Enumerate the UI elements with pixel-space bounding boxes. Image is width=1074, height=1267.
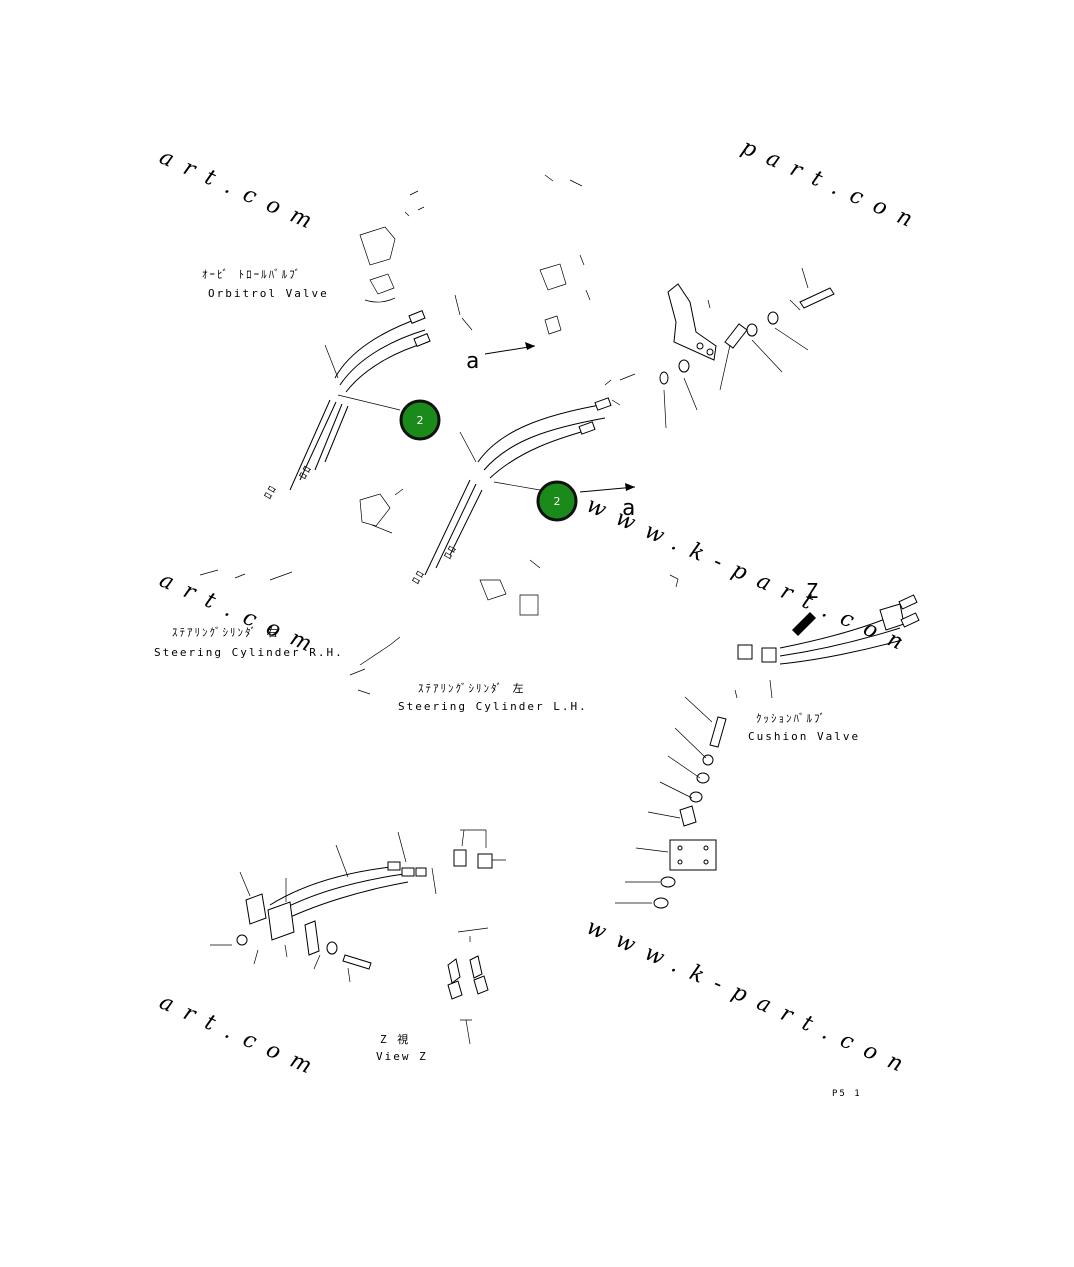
svg-text:a: a bbox=[466, 349, 479, 374]
watermark-bottom-right: www.k-part.con bbox=[583, 915, 919, 1083]
svg-text:ｵｰﾋﾞ ﾄﾛｰﾙﾊﾞﾙﾌﾞ: ｵｰﾋﾞ ﾄﾛｰﾙﾊﾞﾙﾌﾞ bbox=[202, 268, 302, 281]
svg-text:Z 視: Z 視 bbox=[380, 1032, 410, 1046]
watermark-top-right: part.con bbox=[738, 135, 928, 238]
svg-text:ﾛﾛ: ﾛﾛ bbox=[409, 567, 428, 586]
svg-text:ﾛﾛ: ﾛﾛ bbox=[441, 542, 460, 561]
arrow-a-upper: a bbox=[466, 342, 536, 374]
svg-text:Steering Cylinder R.H.: Steering Cylinder R.H. bbox=[154, 646, 344, 659]
arrow-a-lower: a bbox=[579, 483, 635, 521]
cushion-valve-assembly: Z bbox=[615, 579, 920, 909]
steering-cylinder-lh-label: ｽﾃｱﾘﾝｸﾞｼﾘﾝﾀﾞ 左 Steering Cylinder L.H. bbox=[398, 682, 588, 713]
watermark-bottom-left: art.com bbox=[156, 990, 328, 1085]
svg-text:Cushion Valve: Cushion Valve bbox=[748, 730, 860, 743]
part-hotspot-2-lower[interactable]: 2 bbox=[536, 480, 578, 522]
svg-text:Steering Cylinder L.H.: Steering Cylinder L.H. bbox=[398, 700, 588, 713]
hotspot-circle[interactable] bbox=[399, 399, 441, 441]
svg-text:View Z: View Z bbox=[376, 1050, 428, 1063]
page-code: P5 1 bbox=[832, 1089, 862, 1099]
hotspot-number: 2 bbox=[417, 414, 424, 427]
middle-hose-group: ﾛﾛ ﾛﾛ bbox=[409, 373, 636, 587]
svg-text:ﾛﾛ: ﾛﾛ bbox=[296, 462, 315, 481]
orbitrol-valve-drawing bbox=[359, 174, 591, 335]
upper-hose-group: ﾛﾛ ﾛﾛ bbox=[261, 310, 431, 502]
svg-text:ｽﾃｱﾘﾝｸﾞｼﾘﾝﾀﾞ 左: ｽﾃｱﾘﾝｸﾞｼﾘﾝﾀﾞ 左 bbox=[418, 682, 526, 695]
svg-text:ﾛﾛ: ﾛﾛ bbox=[261, 482, 280, 501]
steering-cylinder-lh-drawing bbox=[349, 559, 679, 695]
hotspot-number: 2 bbox=[554, 495, 561, 508]
watermark-top-left: art.com bbox=[156, 145, 328, 240]
orbitrol-valve-label: ｵｰﾋﾞ ﾄﾛｰﾙﾊﾞﾙﾌﾞ Orbitrol Valve bbox=[202, 268, 329, 300]
svg-text:Orbitrol Valve: Orbitrol Valve bbox=[208, 287, 329, 300]
view-z-label: Z 視 View Z bbox=[376, 1032, 428, 1063]
cushion-valve-label: ｸｯｼｮﾝﾊﾞﾙﾌﾞ Cushion Valve bbox=[748, 712, 860, 743]
svg-text:Z: Z bbox=[806, 579, 818, 603]
bracket-assembly bbox=[659, 267, 835, 429]
view-z-detail bbox=[210, 829, 506, 1045]
steering-cylinder-rh-label: ｽﾃｱﾘﾝｸﾞｼﾘﾝﾀﾞ 右 Steering Cylinder R.H. bbox=[154, 625, 344, 659]
svg-text:ｸｯｼｮﾝﾊﾞﾙﾌﾞ: ｸｯｼｮﾝﾊﾞﾙﾌﾞ bbox=[756, 712, 827, 725]
part-hotspot-2-upper[interactable]: 2 bbox=[399, 399, 441, 441]
steering-cylinder-rh-drawing bbox=[199, 488, 404, 581]
svg-text:a: a bbox=[622, 496, 635, 521]
hotspot-circle[interactable] bbox=[536, 480, 578, 522]
svg-text:ｽﾃｱﾘﾝｸﾞｼﾘﾝﾀﾞ 右: ｽﾃｱﾘﾝｸﾞｼﾘﾝﾀﾞ 右 bbox=[172, 625, 280, 639]
